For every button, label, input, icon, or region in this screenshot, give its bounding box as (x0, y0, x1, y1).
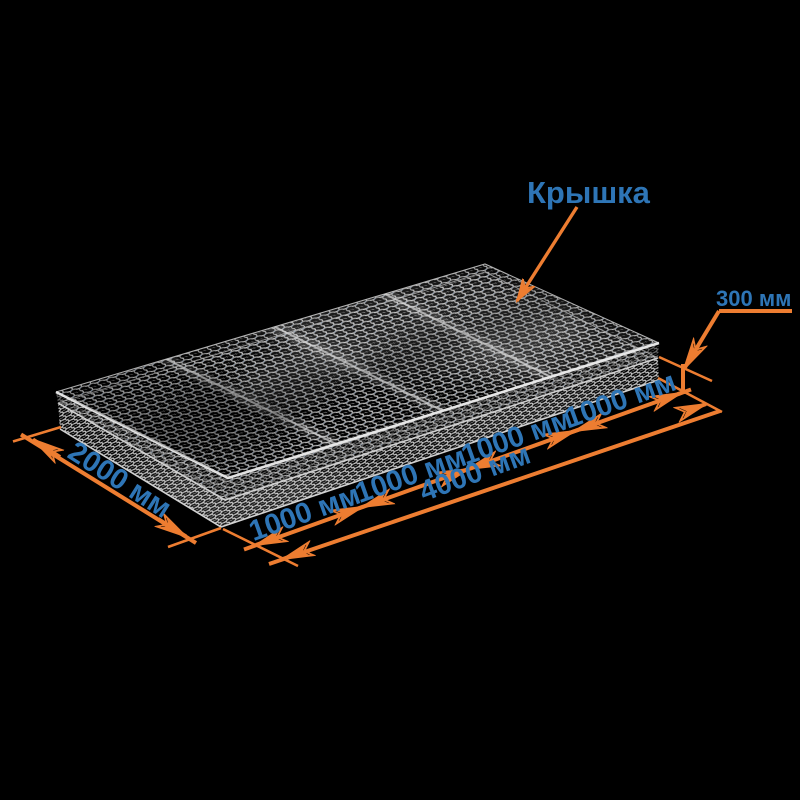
svg-text:Крышка: Крышка (527, 175, 651, 210)
svg-text:300 мм: 300 мм (716, 286, 791, 311)
